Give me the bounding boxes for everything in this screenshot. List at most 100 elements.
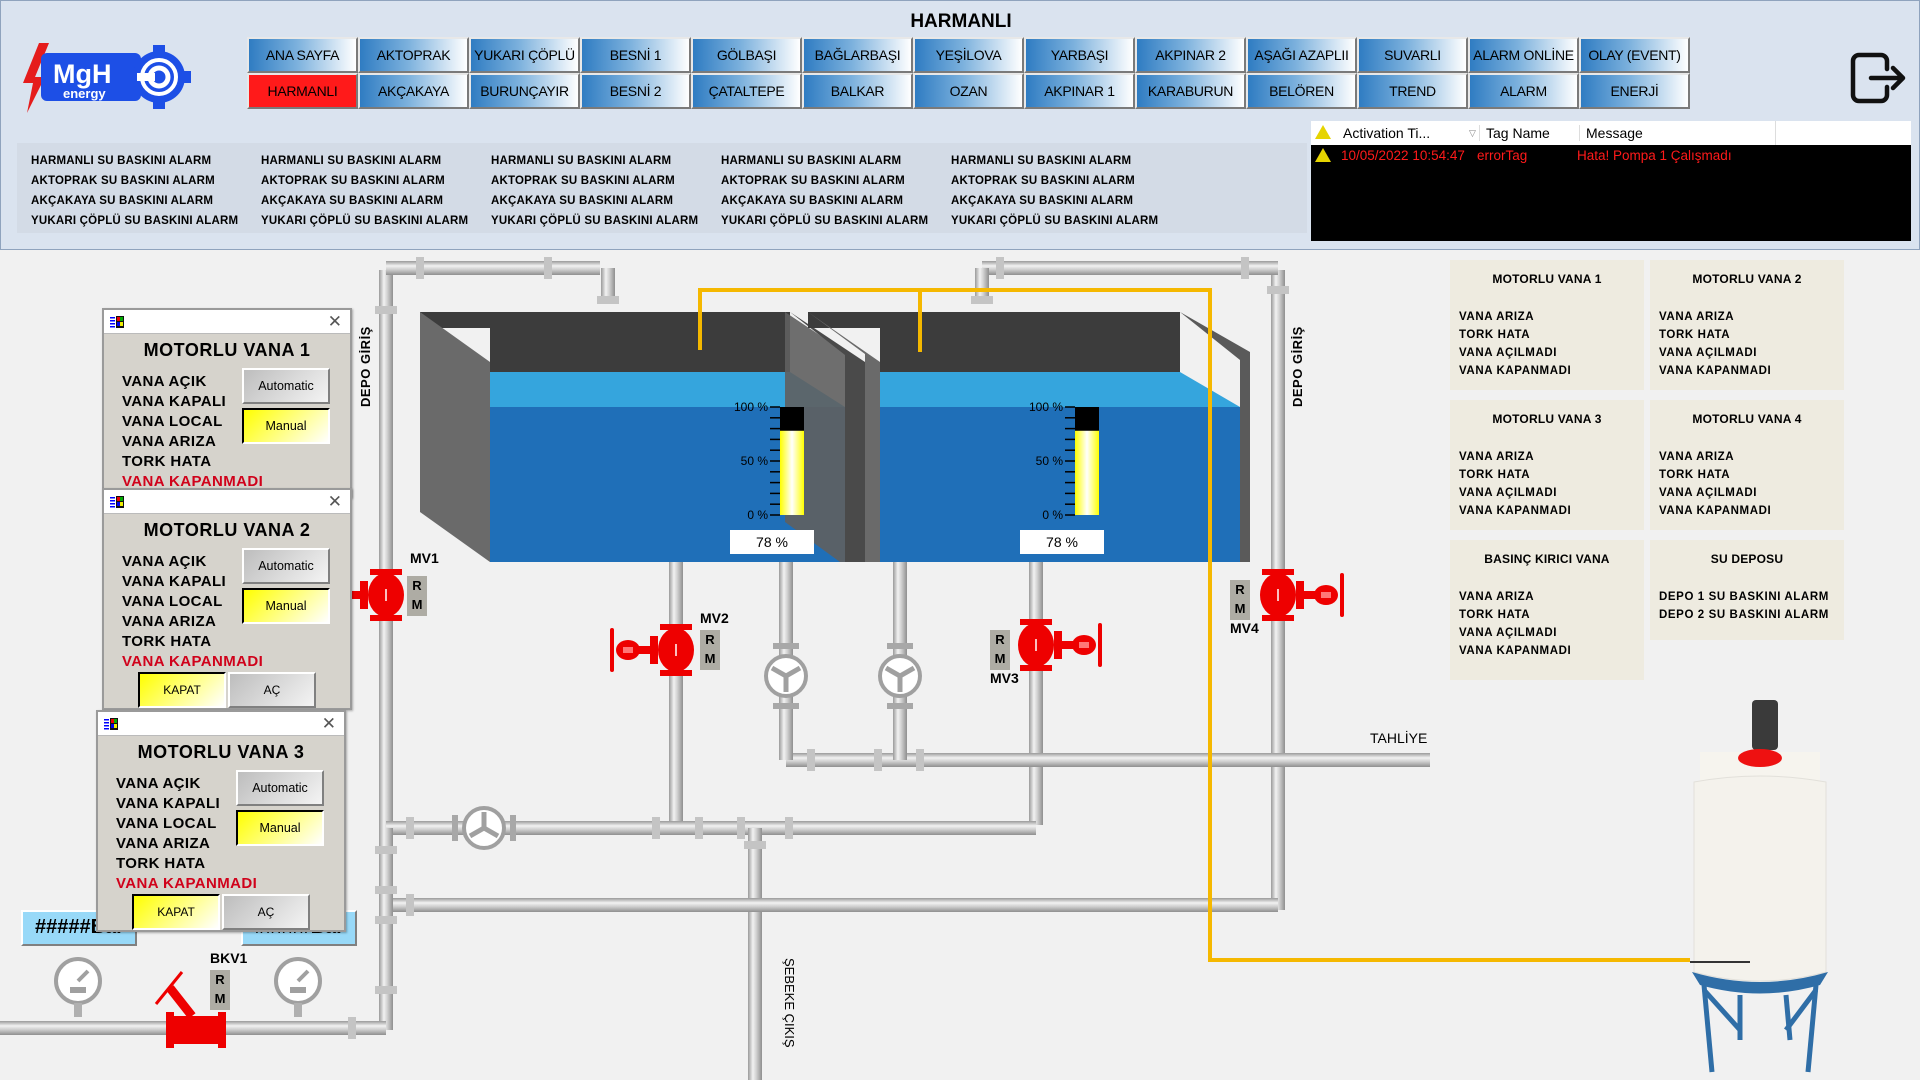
mv4-valve[interactable]	[1260, 569, 1344, 621]
status-item: VANA AÇILMADI	[1659, 487, 1758, 499]
pipe-flange	[406, 817, 414, 839]
nav-button-yukari-çöplü[interactable]: YUKARI ÇÖPLÜ	[469, 37, 580, 73]
warning-icon	[1315, 124, 1331, 139]
kapat-button[interactable]: KAPAT	[132, 894, 220, 930]
status-box-title: MOTORLU VANA 4	[1692, 412, 1802, 426]
popup-status-item: VANA KAPALI	[122, 393, 227, 410]
pipe-flange	[807, 749, 815, 771]
nav-button-ana-sayfa[interactable]: ANA SAYFA	[247, 37, 358, 73]
popup-alert-item: VANA KAPANMADI	[122, 653, 264, 670]
alarm-table[interactable]: Activation Ti... ▽ Tag Name Message 10/0…	[1311, 121, 1911, 241]
popup-titlebar[interactable]: ✕	[104, 490, 350, 514]
status-item: VANA AÇILMADI	[1459, 487, 1558, 499]
status-item: TORK HATA	[1459, 329, 1531, 341]
alarm-col-time[interactable]: Activation Ti...	[1343, 125, 1431, 141]
alarm-row[interactable]: 10/05/2022 10:54:47 errorTag Hata! Pompa…	[1311, 145, 1911, 165]
nav-button-akçakaya[interactable]: AKÇAKAYA	[358, 73, 469, 109]
pressure-gauge-right-icon	[274, 957, 322, 1017]
nav-button-alarm-onli-ne[interactable]: ALARM ONLİNE	[1468, 37, 1579, 73]
mv3-valve[interactable]	[1018, 619, 1102, 671]
nav-button-aktoprak[interactable]: AKTOPRAK	[358, 37, 469, 73]
automatic-button[interactable]: Automatic	[236, 770, 324, 806]
nav-button-karaburun[interactable]: KARABURUN	[1135, 73, 1246, 109]
nav-button-harmanli[interactable]: HARMANLI	[247, 73, 358, 109]
pipe-flange	[744, 841, 766, 849]
nav-button-trend[interactable]: TREND	[1357, 73, 1468, 109]
nav-button-yeşi-lova[interactable]: YEŞİLOVA	[913, 37, 1024, 73]
nav-button-balkar[interactable]: BALKAR	[802, 73, 913, 109]
close-icon[interactable]: ✕	[321, 714, 336, 733]
alarm-col-tag[interactable]: Tag Name	[1479, 125, 1579, 141]
automatic-button[interactable]: Automatic	[242, 368, 330, 404]
nav-button-aşaği-azaplii[interactable]: AŞAĞI AZAPLII	[1246, 37, 1357, 73]
nav-button-akpinar-1[interactable]: AKPINAR 1	[1024, 73, 1135, 109]
pipe-flange	[375, 846, 397, 854]
nav-button-olay-event-[interactable]: OLAY (EVENT)	[1579, 37, 1690, 73]
pipe-segment	[669, 562, 683, 825]
status-item: VANA KAPANMADI	[1459, 505, 1572, 517]
nav-button-burunçayir[interactable]: BURUNÇAYIR	[469, 73, 580, 109]
close-icon[interactable]: ✕	[327, 492, 342, 511]
popup-status-item: VANA LOCAL	[122, 413, 223, 430]
ac-button[interactable]: AÇ	[222, 894, 310, 930]
alarm-table-header: Activation Ti... ▽ Tag Name Message	[1311, 121, 1911, 145]
manual-button[interactable]: Manual	[242, 408, 330, 444]
mv4-label: MV4	[1230, 620, 1259, 636]
nav-button-bağlarbaşi[interactable]: BAĞLARBAŞI	[802, 37, 913, 73]
status-box-title: MOTORLU VANA 2	[1692, 272, 1802, 286]
nav-button-yarbaşi[interactable]: YARBAŞI	[1024, 37, 1135, 73]
nav-button-gölbaşi[interactable]: GÖLBAŞI	[691, 37, 802, 73]
manual-button[interactable]: Manual	[242, 588, 330, 624]
pump-2-icon[interactable]	[878, 643, 922, 709]
nav-button-besni-2[interactable]: BESNİ 2	[580, 73, 691, 109]
pump-1-icon[interactable]	[764, 643, 808, 709]
bkv1-valve[interactable]	[154, 971, 226, 1048]
pipe-flange	[375, 886, 397, 894]
sort-icon[interactable]: ▽	[1469, 127, 1476, 138]
depo-giris-label-right: DEPO GİRİŞ	[1290, 326, 1305, 407]
popup-titlebar[interactable]: ✕	[98, 712, 344, 736]
popup-titlebar[interactable]: ✕	[104, 310, 350, 334]
manual-valve-icon[interactable]	[452, 806, 516, 850]
pipe-flange	[416, 257, 424, 279]
automatic-button[interactable]: Automatic	[242, 548, 330, 584]
alarm-col-icon[interactable]	[1311, 124, 1337, 142]
popup-status-item: VANA ARIZA	[122, 433, 217, 450]
status-item: TORK HATA	[1659, 469, 1731, 481]
scada-diagram: 100 %50 %0 %100 %50 %0 % DEPO GİRİŞ DEPO…	[0, 250, 1920, 1080]
close-icon[interactable]: ✕	[327, 312, 342, 331]
alarm-col-message[interactable]: Message	[1579, 125, 1775, 141]
app-icon	[104, 718, 118, 730]
nav-button-belören[interactable]: BELÖREN	[1246, 73, 1357, 109]
nav-button-ozan[interactable]: OZAN	[913, 73, 1024, 109]
manual-button[interactable]: Manual	[236, 810, 324, 846]
nav-button-suvarli[interactable]: SUVARLI	[1357, 37, 1468, 73]
pipe-flange	[406, 894, 414, 916]
nav-button-besni-1[interactable]: BESNİ 1	[580, 37, 691, 73]
tank-2-level-gauge: 100 %50 %0 %	[1029, 400, 1099, 522]
ticker-alarm-item: AKTOPRAK SU BASKINI ALARM	[721, 175, 905, 187]
ac-button[interactable]: AÇ	[228, 672, 316, 708]
tank-1-left-wall	[420, 312, 490, 562]
kapat-button[interactable]: KAPAT	[138, 672, 226, 708]
popup-title: MOTORLU VANA 3	[137, 742, 305, 762]
popup-status-item: TORK HATA	[122, 633, 212, 650]
logout-icon[interactable]	[1849, 49, 1907, 107]
pipe-segment	[386, 821, 1036, 835]
nav-button-akpinar-2[interactable]: AKPINAR 2	[1135, 37, 1246, 73]
nav-button-enerji-[interactable]: ENERJİ	[1579, 73, 1690, 109]
app-icon	[110, 496, 124, 508]
nav-button-alarm[interactable]: ALARM	[1468, 73, 1579, 109]
mv2-valve[interactable]	[610, 624, 694, 676]
nav-button-çataltepe[interactable]: ÇATALTEPE	[691, 73, 802, 109]
